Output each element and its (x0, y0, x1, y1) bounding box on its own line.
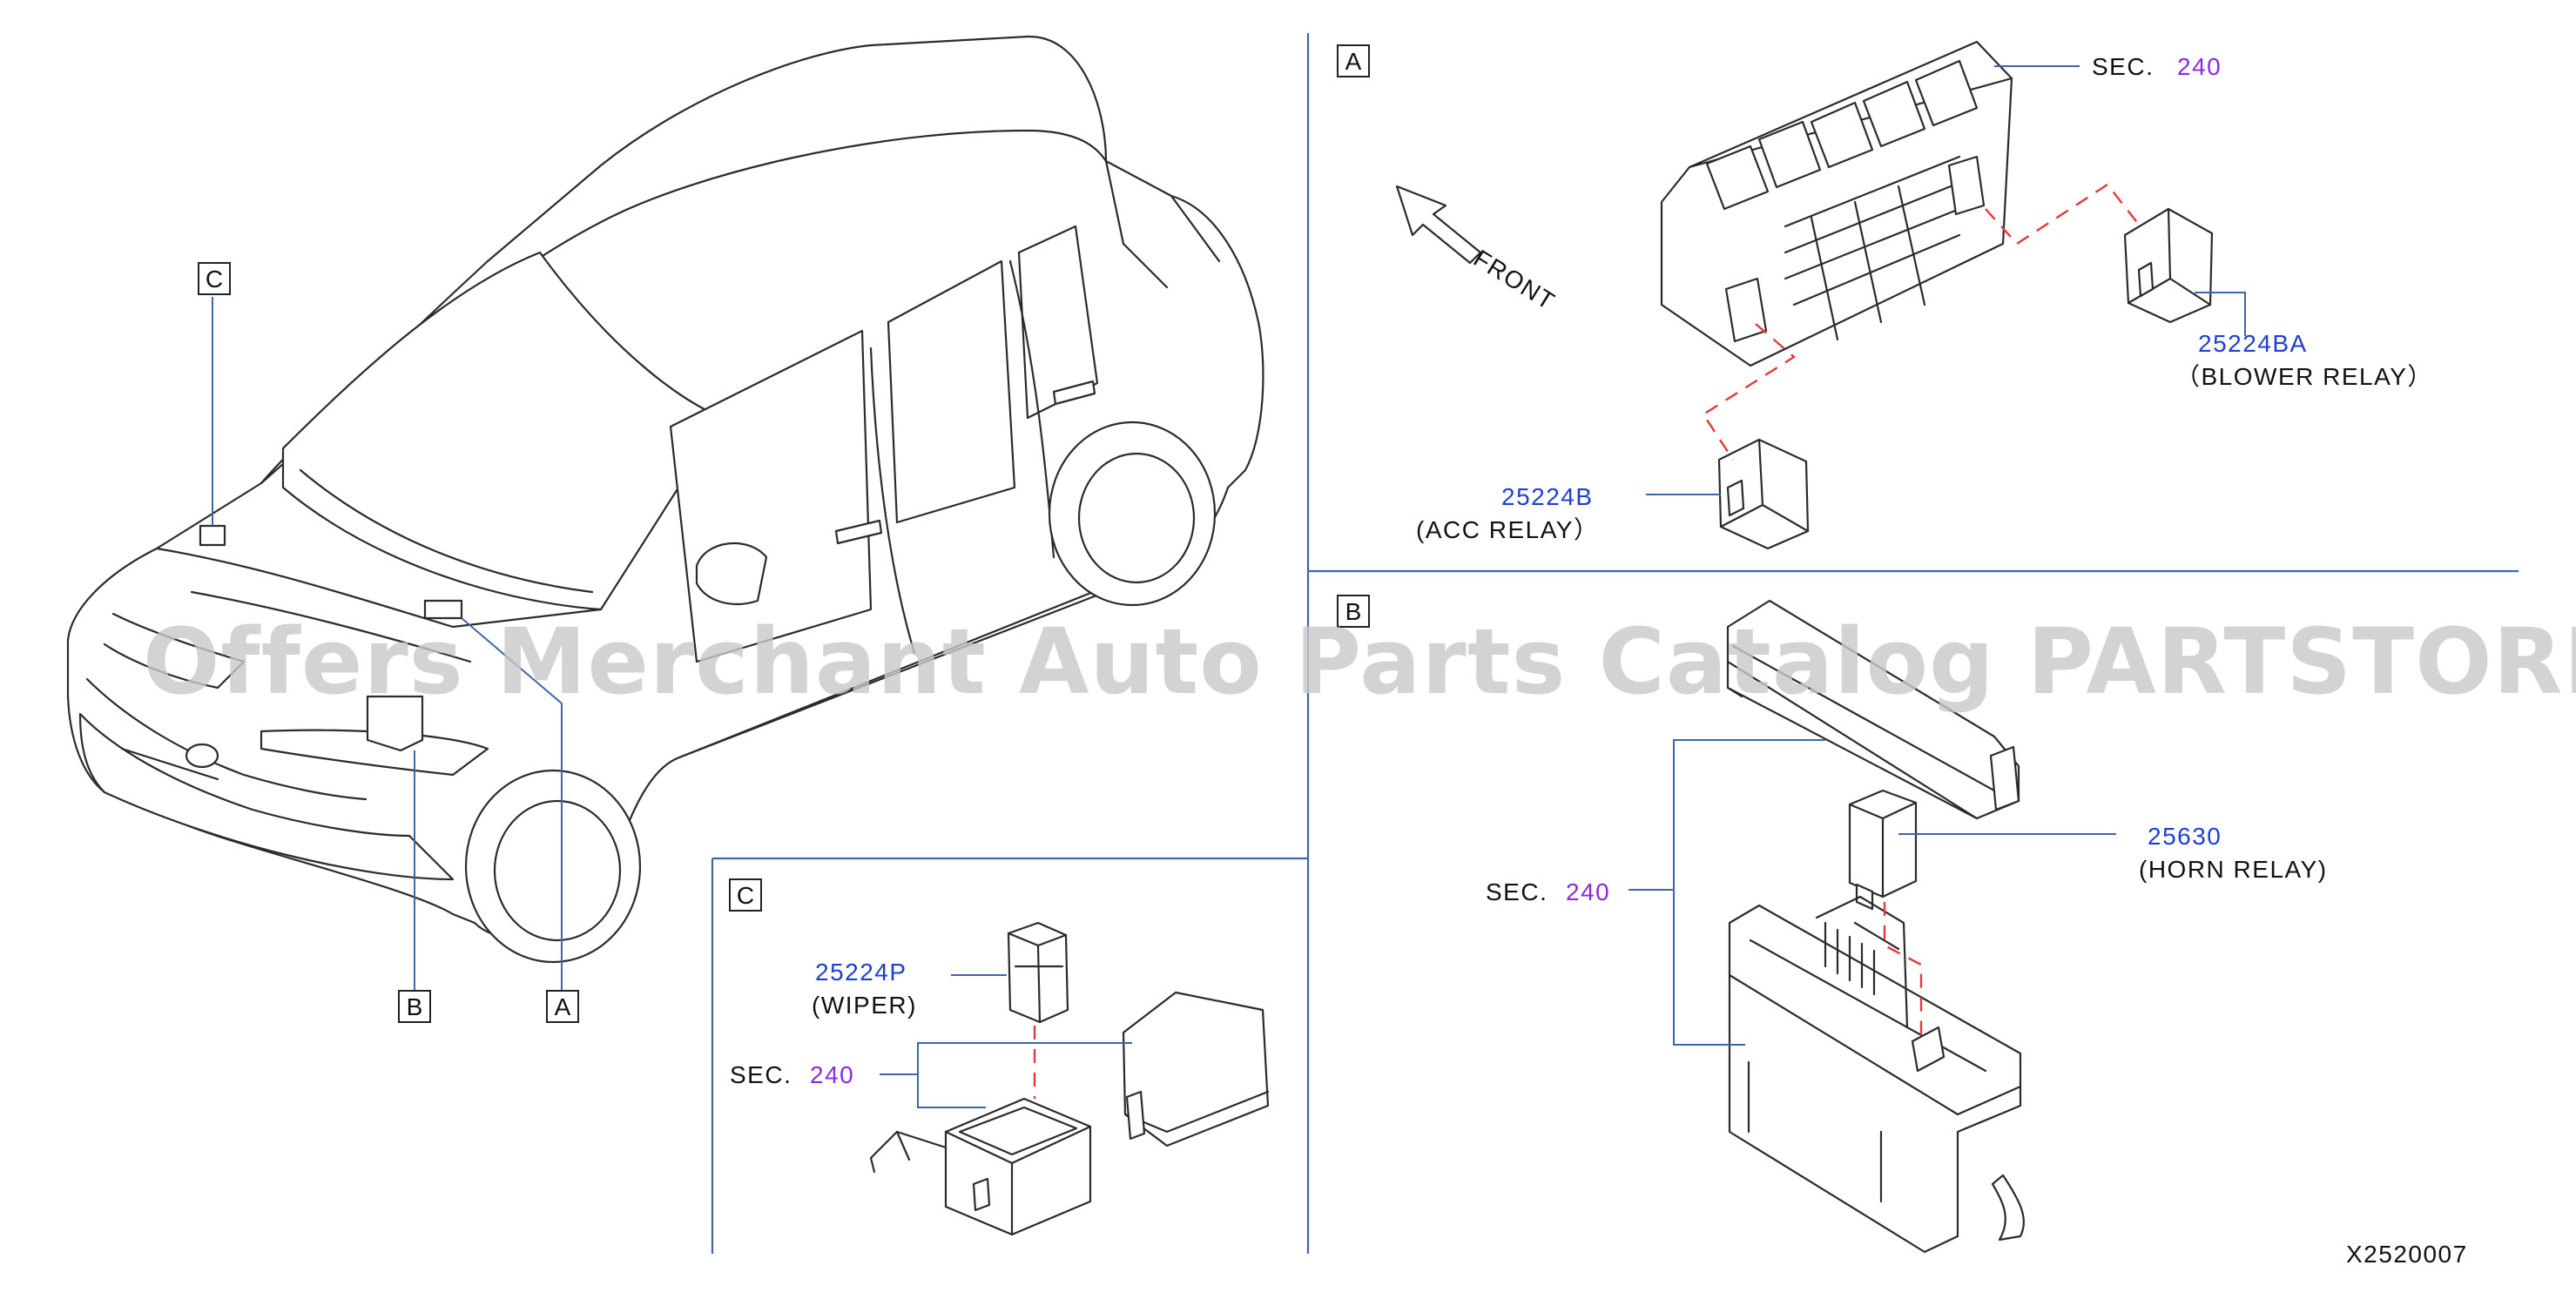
section-b-sec-prefix: SEC. (1486, 878, 1548, 905)
vehicle-callout-leaders (212, 297, 563, 991)
svg-text:A: A (555, 993, 571, 1020)
blower-relay (2123, 207, 2214, 324)
relay-block-a (1660, 40, 2013, 367)
front-arrow-icon (1395, 185, 1482, 265)
diagram-code: X2520007 (2346, 1241, 2468, 1268)
section-dividers (711, 33, 2519, 1254)
wiper-relay (1007, 921, 1069, 1024)
section-c-label: C (737, 882, 754, 909)
part-name-horn-relay: (HORN RELAY) (2139, 856, 2328, 883)
acc-relay (1717, 438, 1810, 550)
rear-wheel (1048, 421, 1217, 607)
part-number-25224b: 25224B (1501, 483, 1594, 510)
callout-box-c: C (198, 262, 231, 295)
section-a-sec-number: 240 (2177, 53, 2222, 80)
part-name-acc-relay: (ACC RELAY） (1416, 516, 1599, 543)
section-b-label: B (1345, 598, 1362, 625)
section-a: A FRONT (1337, 40, 2433, 550)
svg-text:C: C (206, 266, 223, 293)
part-name-wiper: (WIPER) (812, 992, 917, 1019)
horn-relay (1848, 789, 1918, 911)
section-b: B 25630 (1337, 595, 2328, 1254)
callout-box-b: B (398, 990, 431, 1023)
callout-box-a: A (546, 990, 579, 1023)
section-c-sec-number: 240 (810, 1061, 854, 1088)
section-b-sec-number: 240 (1566, 878, 1610, 905)
relay-holder (869, 1097, 1092, 1236)
fuse-box-cover (1726, 599, 2020, 820)
section-c: C 25224P (WIPER) SEC. (729, 878, 1270, 1236)
part-number-25630: 25630 (2148, 823, 2222, 850)
vehicle-illustration (66, 35, 1264, 964)
section-c-sec-prefix: SEC. (730, 1061, 792, 1088)
front-direction-label: FRONT (1469, 245, 1561, 315)
fuse-box-base (1728, 895, 2025, 1254)
section-a-sec-prefix: SEC. (2092, 53, 2154, 80)
part-number-25224ba: 25224BA (2198, 330, 2308, 357)
relay-cover-cap (1122, 991, 1270, 1147)
svg-text:B: B (407, 993, 423, 1020)
part-name-blower-relay: （BLOWER RELAY） (2175, 363, 2433, 390)
front-wheel (464, 769, 642, 964)
watermark-text: Offers Merchant Auto Parts Catalog PARTS… (143, 609, 2576, 715)
section-a-label: A (1345, 48, 1362, 75)
part-number-25224p: 25224P (815, 959, 907, 986)
